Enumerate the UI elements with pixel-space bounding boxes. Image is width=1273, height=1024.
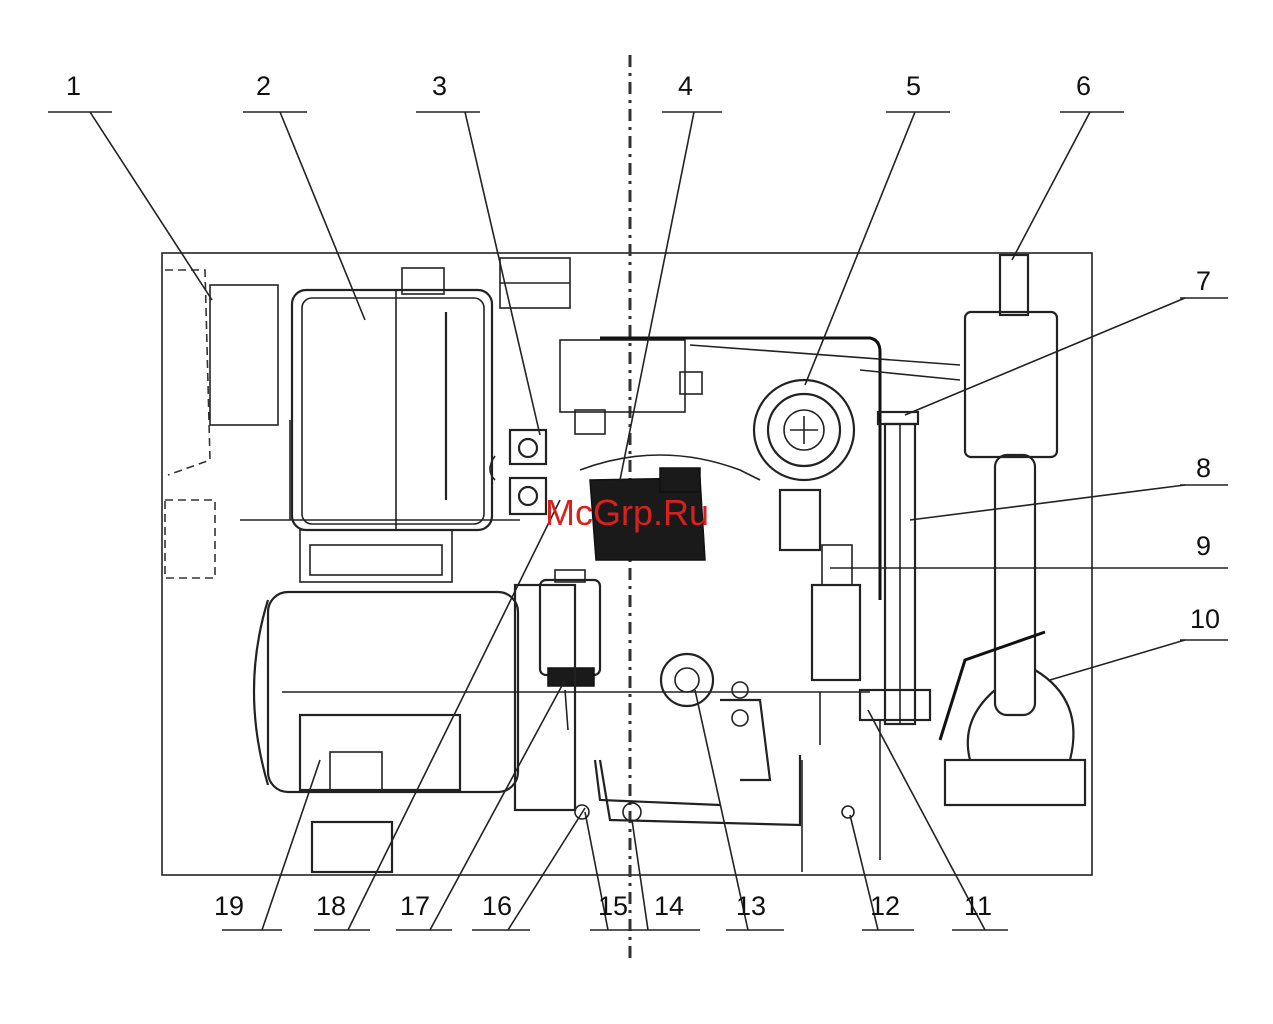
callout-8: 8 xyxy=(1196,453,1211,483)
callout-7: 7 xyxy=(1196,266,1211,296)
callout-6: 6 xyxy=(1076,71,1091,101)
callout-1: 1 xyxy=(66,71,81,101)
callout-11: 11 xyxy=(964,891,992,921)
air-cleaner-box xyxy=(560,340,685,412)
watermark: McGrp.Ru xyxy=(545,492,709,533)
control-panel xyxy=(165,270,278,578)
callout-4: 4 xyxy=(678,71,693,101)
callout-15: 15 xyxy=(598,891,628,921)
starter-motor xyxy=(540,570,600,730)
callout-16: 16 xyxy=(482,891,512,921)
callout-3: 3 xyxy=(432,71,447,101)
callout-14: 14 xyxy=(654,891,684,921)
callout-9: 9 xyxy=(1196,531,1211,561)
mounting-bracket xyxy=(490,430,546,514)
callout-19: 19 xyxy=(214,891,244,921)
callout-5: 5 xyxy=(906,71,921,101)
exhaust-system xyxy=(940,255,1085,805)
callout-10: 10 xyxy=(1190,604,1220,634)
callout-12: 12 xyxy=(870,891,900,921)
oil-filter xyxy=(812,545,860,680)
water-pump xyxy=(661,654,770,780)
callout-2: 2 xyxy=(256,71,271,101)
callout-17: 17 xyxy=(400,891,430,921)
callout-13: 13 xyxy=(736,891,766,921)
turbocharger xyxy=(754,380,854,550)
fuel-tank xyxy=(240,268,520,582)
generator xyxy=(254,585,870,872)
radiator xyxy=(860,412,930,860)
callout-18: 18 xyxy=(316,891,346,921)
